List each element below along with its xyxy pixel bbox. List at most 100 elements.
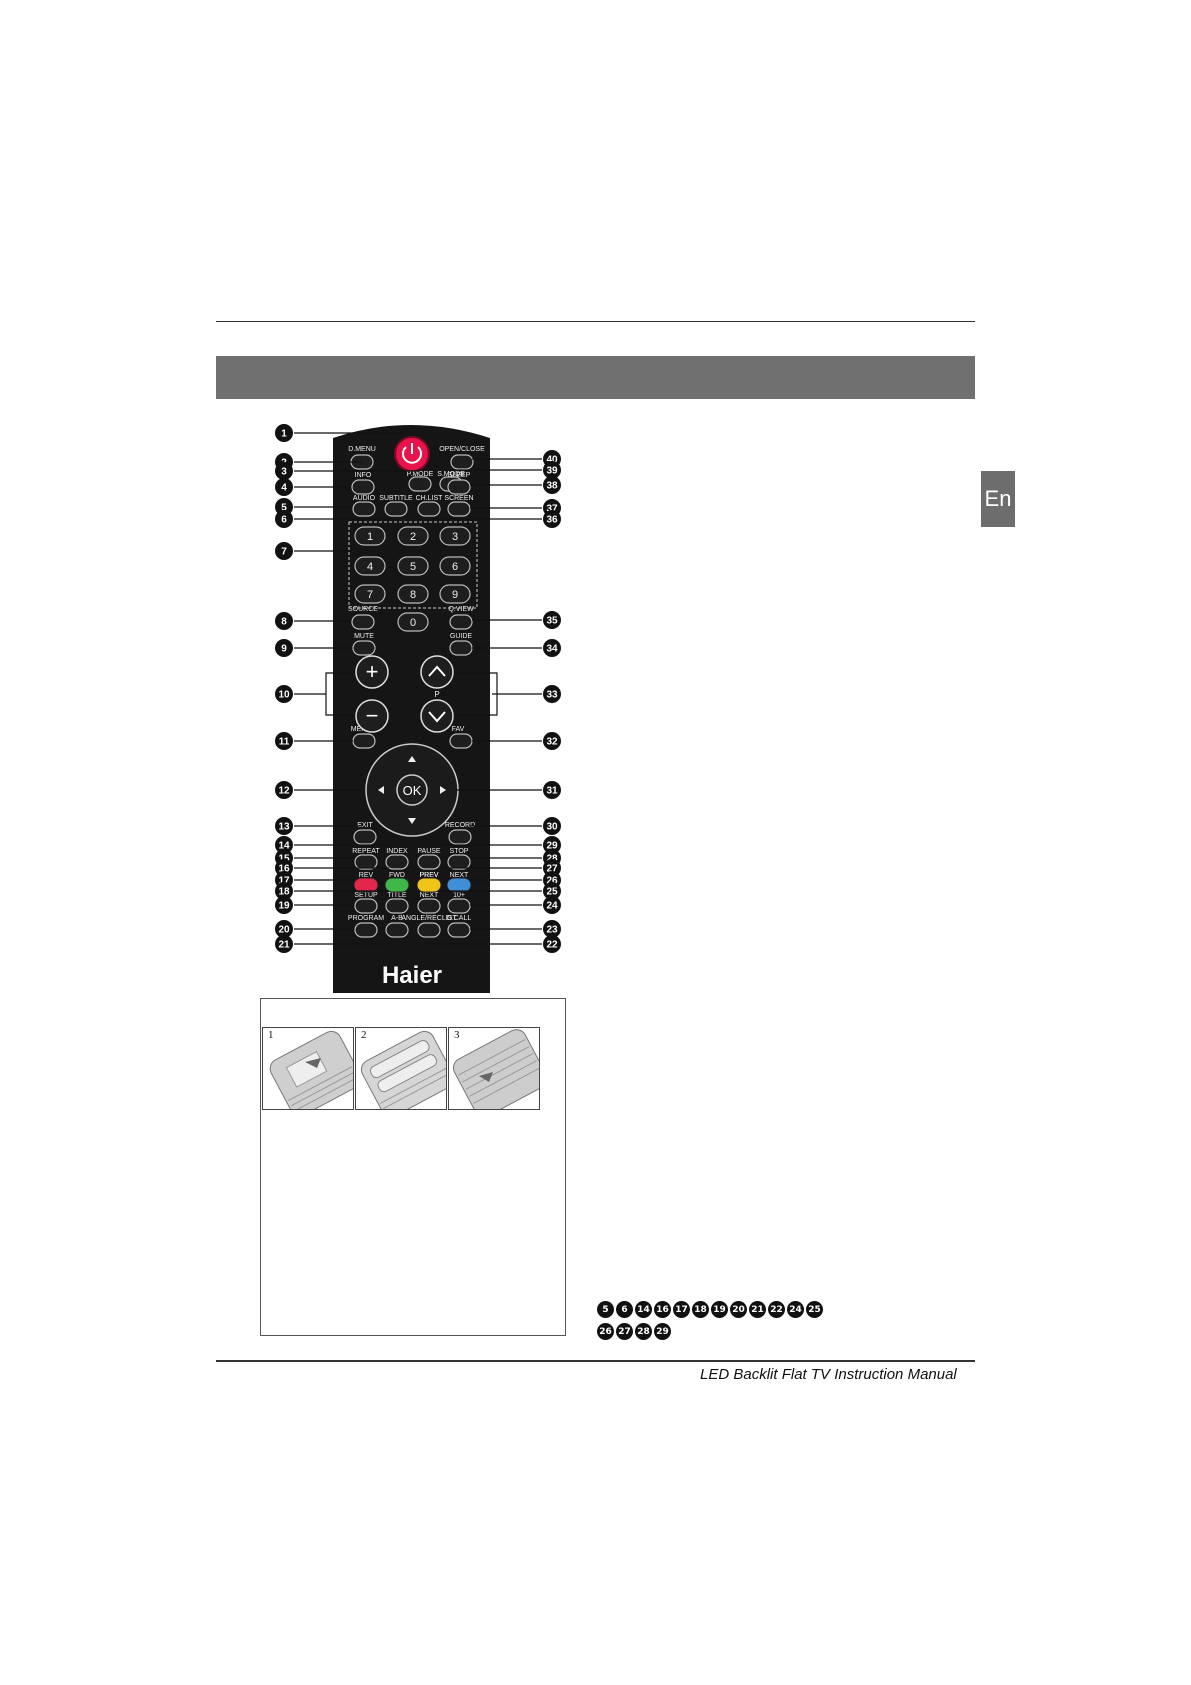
callout-number: 10: [278, 690, 290, 701]
remote-button-label: 10+: [453, 892, 465, 899]
callout-marker: [275, 462, 293, 480]
callout-number: 20: [278, 925, 290, 936]
callout-bracket: [455, 672, 498, 716]
digit-button: [439, 584, 471, 604]
callout-number: 6: [281, 515, 287, 526]
callout-number: 35: [546, 616, 558, 627]
reference-number: 5: [597, 1301, 614, 1318]
ok-label: OK: [403, 783, 422, 798]
callout-marker: [543, 920, 561, 938]
remote-small-button: [354, 922, 378, 938]
callout-number: 22: [546, 940, 558, 951]
digit-button: [397, 556, 429, 576]
remote-small-button: [449, 640, 473, 656]
digit-button: [354, 556, 386, 576]
channel-arrow-icon: [428, 665, 446, 677]
callout-marker: [275, 510, 293, 528]
callout-number: 26: [546, 876, 558, 887]
battery-close-illustration: [452, 1029, 539, 1109]
callout-number: 11: [279, 737, 290, 748]
battery-step-panel: 3: [448, 1027, 540, 1110]
remote-button-label: SLEEP: [448, 472, 471, 479]
battery-cover-illustration: [269, 1030, 353, 1109]
callout-number: 4: [281, 483, 287, 494]
reference-number: 17: [673, 1301, 690, 1318]
remote-small-button: [351, 479, 375, 495]
reference-number: 26: [597, 1323, 614, 1340]
digit-label: 0: [410, 617, 416, 629]
digit-button: [354, 526, 386, 546]
remote-button-label: MUTE: [354, 633, 374, 640]
callout-number: 24: [546, 901, 558, 912]
digit-button: [397, 612, 429, 632]
callout-marker: [275, 935, 293, 953]
battery-step-panel: 1: [262, 1027, 354, 1110]
digit-button: [439, 526, 471, 546]
remote-small-button: [447, 854, 471, 870]
callout-number: 34: [546, 644, 558, 655]
callout-number: 21: [278, 940, 290, 951]
remote-button-label: REPEAT: [352, 848, 380, 855]
callout-number: 15: [278, 854, 290, 865]
remote-button-label: INDEX: [386, 848, 408, 855]
remote-small-button: [447, 479, 471, 495]
reference-number: 28: [635, 1323, 652, 1340]
remote-button-label: SUBTITLE: [379, 495, 413, 502]
remote-small-button: [352, 733, 376, 749]
volume-button: [355, 655, 389, 689]
callout-number: 14: [278, 841, 290, 852]
nav-up-icon: [408, 756, 416, 762]
remote-button-label: PREV: [419, 872, 438, 879]
reference-number: 25: [806, 1301, 823, 1318]
channel-button: [420, 699, 454, 733]
digit-label: 3: [452, 531, 458, 543]
remote-button-label: D.CALL: [447, 915, 472, 922]
callout-number: 1: [281, 429, 287, 440]
colored-media-button: [384, 877, 410, 893]
remote-button-label: OPEN/CLOSE: [439, 446, 485, 453]
callout-marker: [543, 882, 561, 900]
callout-marker: [275, 896, 293, 914]
volume-button: [355, 699, 389, 733]
remote-button-label: MENU: [351, 726, 372, 733]
callout-marker: [275, 920, 293, 938]
language-tab: En: [981, 471, 1015, 527]
callout-number: 25: [546, 887, 558, 898]
remote-small-button: [352, 640, 376, 656]
digit-label: 7: [367, 589, 373, 601]
callout-number: 40: [546, 455, 558, 466]
colored-media-button: [416, 877, 442, 893]
remote-button-label: SOURCE: [348, 606, 378, 613]
colored-media-button: [353, 877, 379, 893]
remote-small-button: [447, 501, 471, 517]
footer-rule: [216, 1360, 975, 1362]
remote-button-label: GUIDE: [450, 633, 473, 640]
remote-small-button: [447, 922, 471, 938]
digit-button: [397, 584, 429, 604]
digit-button: [439, 556, 471, 576]
callout-marker: [275, 732, 293, 750]
callout-number: 37: [546, 504, 558, 515]
battery-instructions-box: 1 2 3: [260, 998, 566, 1336]
remote-small-button: [384, 501, 408, 517]
callout-marker: [543, 836, 561, 854]
callout-number: 33: [546, 690, 558, 701]
remote-small-button: [354, 898, 378, 914]
remote-button-label: NEXT: [420, 892, 439, 899]
reference-number: 22: [768, 1301, 785, 1318]
header-rule: [216, 321, 975, 322]
remote-button-label: STOP: [450, 848, 469, 855]
reference-number: 21: [749, 1301, 766, 1318]
remote-button-label: SCREEN: [444, 495, 473, 502]
remote-small-button: [449, 614, 473, 630]
callout-marker: [543, 781, 561, 799]
remote-small-button: [354, 854, 378, 870]
battery-step-number: 2: [361, 1029, 367, 1041]
section-band: [216, 356, 975, 399]
callout-number: 8: [281, 617, 287, 628]
callout-number: 38: [546, 481, 558, 492]
callout-number: 39: [546, 466, 558, 477]
reference-number: 16: [654, 1301, 671, 1318]
